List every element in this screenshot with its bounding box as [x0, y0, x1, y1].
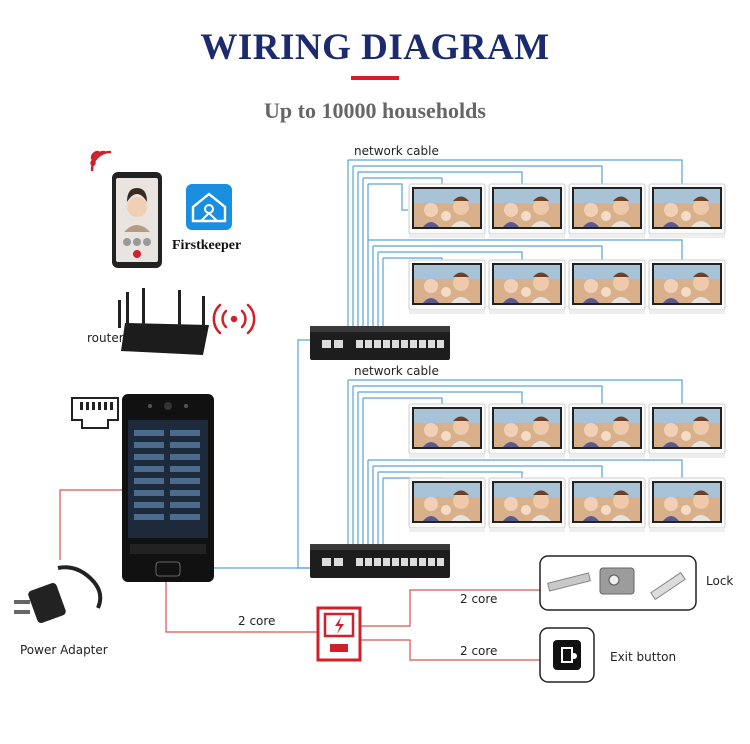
exit-button-icon	[539, 627, 595, 683]
network-cable-label-top: network cable	[354, 144, 439, 158]
power-supply-icon	[316, 606, 362, 662]
electric-lock-icon	[539, 555, 697, 611]
title-underline	[351, 76, 399, 80]
power-adapter-label: Power Adapter	[20, 643, 108, 657]
diagram-subtitle: Up to 10000 households	[264, 98, 486, 123]
two-core-label-lock: 2 core	[460, 592, 498, 606]
indoor-monitor-icon	[408, 183, 726, 533]
firstkeeper-label: Firstkeeper	[172, 238, 242, 253]
power-adapter-icon	[14, 565, 103, 623]
network-cables-top	[347, 159, 683, 328]
exit-button-label: Exit button	[610, 650, 677, 664]
router-label: router	[87, 331, 124, 345]
power-wires	[59, 489, 540, 661]
diagram-title: WIRING DIAGRAM	[200, 27, 550, 68]
panel-network-link	[214, 339, 310, 569]
wifi-icon	[90, 150, 112, 172]
smartphone-icon	[112, 172, 162, 268]
two-core-label-panel: 2 core	[238, 614, 276, 628]
two-core-label-exit: 2 core	[460, 644, 498, 658]
ethernet-port-icon	[71, 397, 119, 429]
router-icon	[118, 288, 209, 355]
firstkeeper-app-icon	[186, 184, 232, 230]
lock-label: Lock	[706, 574, 734, 588]
door-panel-icon	[122, 394, 214, 582]
wifi-icon	[212, 303, 256, 335]
network-cable-label-bottom: network cable	[354, 364, 439, 378]
network-cables-bottom	[347, 379, 683, 546]
